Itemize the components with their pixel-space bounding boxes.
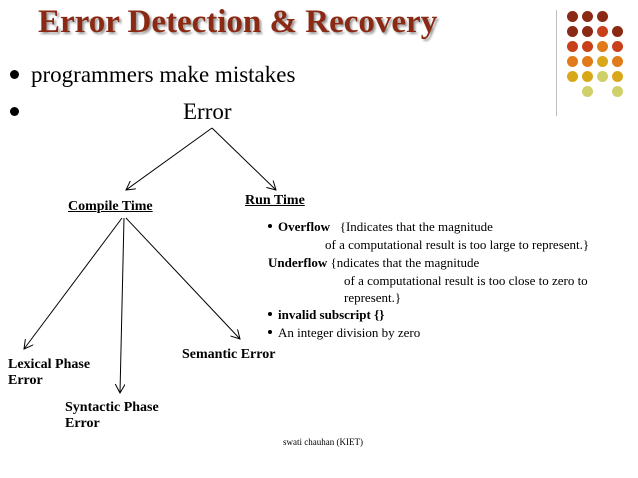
runtime-overflow-line: Overflow {Indicates that the magnitude [268,219,493,235]
decor-dot [612,71,623,82]
node-run-time: Run Time [245,193,305,208]
edge-error-compile [126,127,213,190]
decor-dot [612,26,623,37]
decor-dot [597,56,608,67]
decor-dot [567,56,578,67]
bullet-dot-icon [268,224,272,229]
bullet-dot-icon [10,107,19,117]
decor-dot [567,41,578,52]
decor-dot [612,41,623,52]
decor-dot [582,86,593,97]
node-error-root: Error [183,99,232,124]
edge-compile-semantic [125,217,240,339]
runtime-overflow-desc: of a computational result is too large t… [325,237,590,252]
decor-dot [597,11,608,22]
decor-dot [597,41,608,52]
bullet-error [10,99,31,125]
decor-dot [567,11,578,22]
decor-dot [567,26,578,37]
decor-dot [597,71,608,82]
edge-error-runtime [211,127,276,190]
decor-divider [556,10,557,116]
bullet-programmers: programmers make mistakes [10,62,295,88]
bullet-dot-icon [268,330,272,335]
decor-dot [612,86,623,97]
node-semantic-error: Semantic Error [182,347,276,362]
node-compile-time: Compile Time [68,199,153,214]
bullet-dot-icon [10,70,19,80]
slide-footer: swati chauhan (KIET) [283,437,363,447]
bullet-dot-icon [268,312,272,317]
decor-dot [612,56,623,67]
decor-dot [582,56,593,67]
runtime-invalid-subscript: invalid subscript {} [268,307,384,323]
decor-dot [567,71,578,82]
decor-dot [597,26,608,37]
decor-dot [582,11,593,22]
edge-compile-lexical [24,217,123,349]
runtime-integer-division: An integer division by zero [268,325,420,341]
decor-dot [582,41,593,52]
decor-dot [582,71,593,82]
runtime-underflow-desc: of a computational result is too close t… [344,273,588,288]
runtime-underflow-desc-end: represent.} [344,290,402,305]
runtime-underflow-line: Underflow {ndicates that the magnitude [268,255,480,270]
edge-compile-syntactic [120,217,124,393]
decor-dot [582,26,593,37]
slide-title: Error Detection & Recovery [38,4,438,40]
